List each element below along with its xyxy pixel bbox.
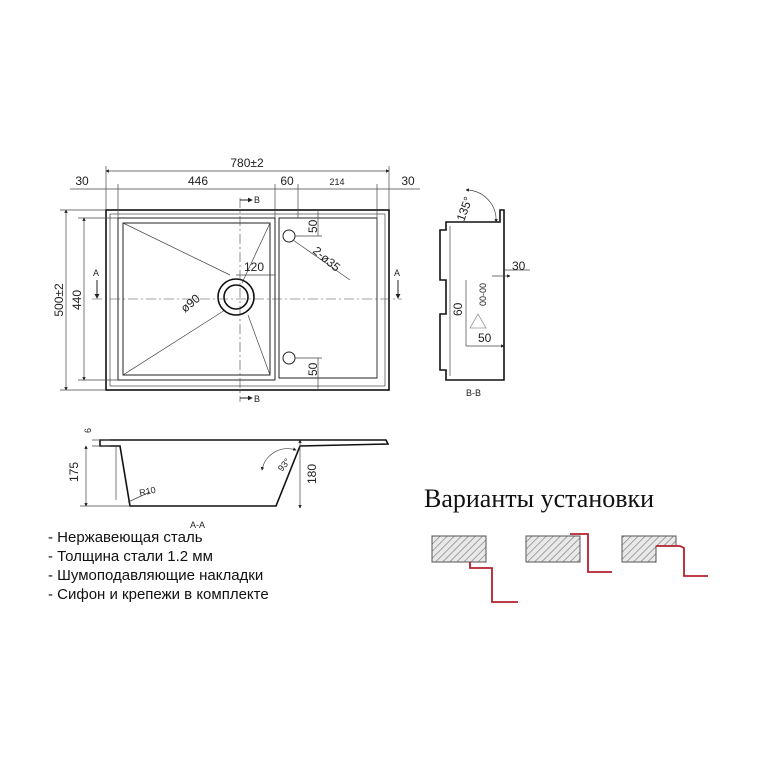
section-label-aa: A-A <box>190 520 205 530</box>
dim-radius: R10 <box>138 485 156 498</box>
section-label-b-top: B <box>254 195 260 205</box>
section-label-a-left: A <box>93 268 99 278</box>
section-label-a-right: A <box>394 268 400 278</box>
sink-outline <box>105 209 390 391</box>
dim-120: 120 <box>244 260 264 274</box>
section-label-b-bottom: B <box>254 394 260 404</box>
side-profile <box>439 209 505 381</box>
install-variant-2 <box>525 533 612 573</box>
install-variant-3 <box>621 535 708 577</box>
dim-drainer: 214 <box>329 177 344 187</box>
dim-total-depth: 500±2 <box>52 283 66 317</box>
dim-depth-175: 175 <box>67 462 81 482</box>
section-label-bb: B-B <box>466 388 481 398</box>
bowl-slope-line <box>122 222 231 276</box>
dim-holes: 2-ø35 <box>310 244 343 275</box>
dim-flange-6: 6 <box>83 428 93 433</box>
feature-item: - Толщина стали 1.2 мм <box>48 548 213 565</box>
dim-total-width: 780±2 <box>230 156 264 170</box>
section-view-bb: 135° 30 60 00-00 50 B-B <box>439 188 530 398</box>
feature-item: - Нержавеющая сталь <box>48 529 203 546</box>
side-tag: 00-00 <box>478 283 488 306</box>
feature-item: - Шумоподавляющие накладки <box>48 567 264 584</box>
bowl-slope-line <box>247 314 271 376</box>
feature-list: - Нержавеющая сталь - Толщина стали 1.2 … <box>48 528 269 604</box>
dim-side-60: 60 <box>451 302 465 316</box>
triangle-icon <box>469 313 487 329</box>
bowl-slope-line <box>241 222 271 284</box>
drain-outer <box>217 278 255 316</box>
dim-side-50: 50 <box>478 331 492 345</box>
section-view-aa: 6 175 180 R10 93° A-A <box>67 428 390 530</box>
dim-angle-135: 135° <box>454 195 476 223</box>
feature-item: - Сифон и крепежи в комплекте <box>48 586 269 603</box>
leader-holes <box>292 239 351 281</box>
dim-bowl-width: 446 <box>188 174 208 188</box>
dim-hole-offset-top: 50 <box>306 219 320 233</box>
dim-side-30: 30 <box>512 259 526 273</box>
dim-seg-30-left: 30 <box>75 174 89 188</box>
dim-seg-60: 60 <box>280 174 294 188</box>
tap-hole-bottom <box>282 351 296 365</box>
top-view: 780±2 30 446 60 214 30 500±2 440 120 ø90… <box>52 156 420 404</box>
dim-drain-diameter: ø90 <box>178 291 203 315</box>
dim-depth-180: 180 <box>305 464 319 484</box>
drain-inner <box>223 284 249 310</box>
dim-hole-offset-bottom: 50 <box>306 362 320 376</box>
sink-inner-outline <box>109 213 386 387</box>
bowl-slope-line <box>122 309 226 376</box>
variants-title: Варианты установки <box>424 484 655 513</box>
install-variant-1 <box>431 535 518 603</box>
dim-seg-30-right: 30 <box>401 174 415 188</box>
dim-inner-depth: 440 <box>70 290 84 310</box>
